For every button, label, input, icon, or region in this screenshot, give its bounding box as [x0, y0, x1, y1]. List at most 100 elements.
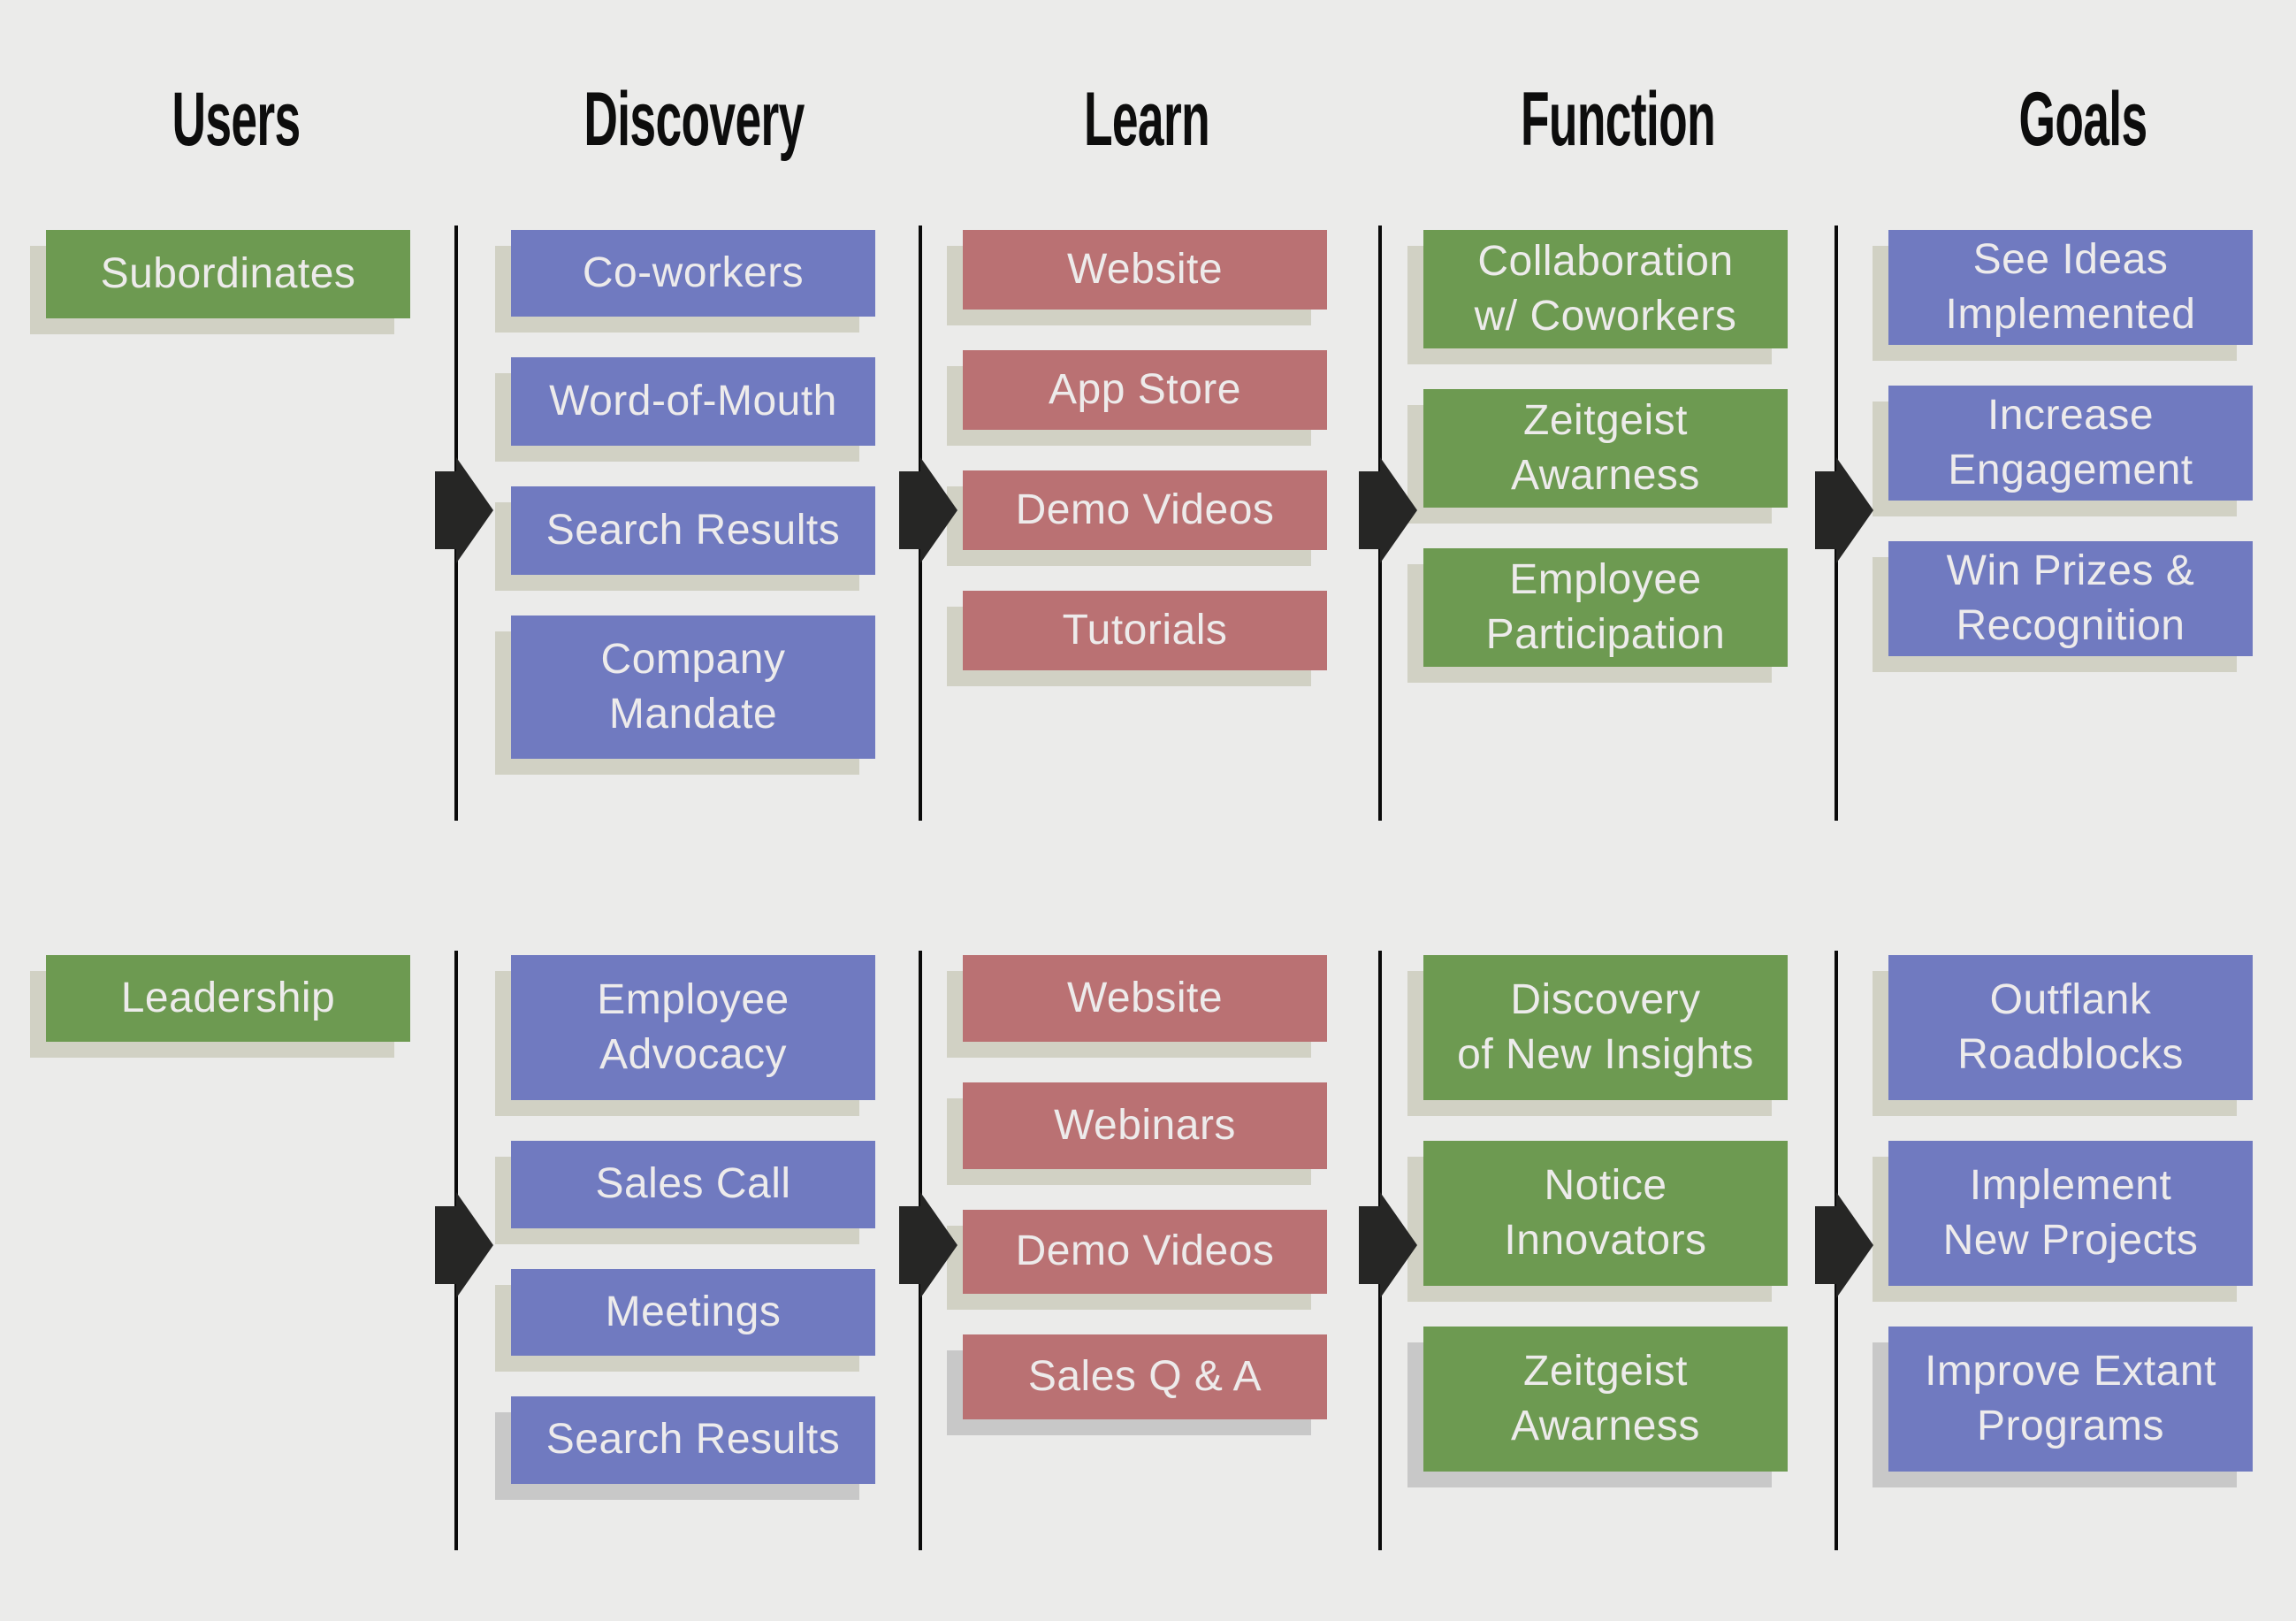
arrow-right-icon — [435, 1192, 493, 1298]
box-label: Outflank Roadblocks — [1957, 975, 2184, 1078]
box-outflank-roadblocks: Outflank Roadblocks — [1873, 955, 2253, 1116]
column-header-function: Function — [1520, 77, 1716, 162]
box-notice-innovators: Notice Innovators — [1407, 1141, 1788, 1302]
box-label: Website — [1066, 245, 1224, 293]
box-face: Discovery of New Insights — [1423, 955, 1788, 1100]
box-webinars: Webinars — [947, 1082, 1327, 1185]
box-face: Co-workers — [511, 230, 875, 317]
box-zeitgeist-awarness: Zeitgeist Awarness — [1407, 389, 1788, 524]
box-label: Sales Call — [595, 1160, 791, 1208]
box-sales-call: Sales Call — [495, 1141, 875, 1244]
arrow-right-icon — [1359, 457, 1417, 563]
box-label: Search Results — [545, 1416, 841, 1464]
box-label: Demo Videos — [1015, 1227, 1275, 1275]
box-demo-videos: Demo Videos — [947, 1210, 1327, 1310]
box-label: Improve Extant Programs — [1925, 1347, 2216, 1449]
box-face: Webinars — [963, 1082, 1327, 1169]
box-demo-videos: Demo Videos — [947, 470, 1327, 566]
box-app-store: App Store — [947, 350, 1327, 446]
box-label: Leadership — [120, 974, 336, 1021]
box-leadership: Leadership — [30, 955, 410, 1058]
box-label: Zeitgeist Awarness — [1511, 396, 1700, 499]
box-label: Collaboration w/ Coworkers — [1474, 237, 1737, 340]
box-face: Website — [963, 230, 1327, 310]
box-face: See Ideas Implemented — [1888, 230, 2253, 345]
box-face: Collaboration w/ Coworkers — [1423, 230, 1788, 348]
box-face: Improve Extant Programs — [1888, 1327, 2253, 1472]
box-face: Zeitgeist Awarness — [1423, 389, 1788, 508]
box-website: Website — [947, 955, 1327, 1058]
box-search-results: Search Results — [495, 1396, 875, 1500]
box-label: Tutorials — [1062, 606, 1228, 654]
box-discovery-of-new-insights: Discovery of New Insights — [1407, 955, 1788, 1116]
box-label: See Ideas Implemented — [1945, 235, 2196, 338]
box-meetings: Meetings — [495, 1269, 875, 1372]
box-label: Meetings — [605, 1288, 782, 1335]
box-face: Sales Call — [511, 1141, 875, 1228]
column-header-learn: Learn — [1083, 77, 1210, 162]
box-face: Tutorials — [963, 591, 1327, 670]
box-zeitgeist-awarness: Zeitgeist Awarness — [1407, 1327, 1788, 1487]
box-face: Demo Videos — [963, 470, 1327, 550]
box-increase-engagement: Increase Engagement — [1873, 386, 2253, 516]
box-face: Website — [963, 955, 1327, 1042]
box-face: App Store — [963, 350, 1327, 430]
box-label: Website — [1066, 974, 1224, 1021]
box-face: Search Results — [511, 486, 875, 575]
box-label: Increase Engagement — [1948, 391, 2193, 493]
box-label: Word-of-Mouth — [549, 377, 837, 424]
box-face: Zeitgeist Awarness — [1423, 1327, 1788, 1472]
arrow-right-icon — [1815, 457, 1873, 563]
box-face: Outflank Roadblocks — [1888, 955, 2253, 1100]
box-see-ideas-implemented: See Ideas Implemented — [1873, 230, 2253, 361]
arrow-right-icon — [435, 457, 493, 563]
box-label: Implement New Projects — [1942, 1161, 2199, 1264]
box-label: Sales Q & A — [1027, 1352, 1262, 1400]
box-face: Implement New Projects — [1888, 1141, 2253, 1286]
box-face: Company Mandate — [511, 616, 875, 759]
box-word-of-mouth: Word-of-Mouth — [495, 357, 875, 462]
column-header-goals: Goals — [2018, 77, 2147, 162]
box-subordinates: Subordinates — [30, 230, 410, 334]
box-employee-participation: Employee Participation — [1407, 548, 1788, 683]
column-header-users: Users — [172, 77, 301, 162]
box-face: Word-of-Mouth — [511, 357, 875, 446]
box-improve-extant-programs: Improve Extant Programs — [1873, 1327, 2253, 1487]
box-face: Employee Participation — [1423, 548, 1788, 667]
box-sales-q-a: Sales Q & A — [947, 1334, 1327, 1435]
arrow-right-icon — [1359, 1192, 1417, 1298]
arrow-right-icon — [1815, 1192, 1873, 1298]
box-co-workers: Co-workers — [495, 230, 875, 333]
box-label: Subordinates — [100, 249, 356, 297]
box-label: Company Mandate — [600, 635, 786, 738]
box-face: Increase Engagement — [1888, 386, 2253, 501]
box-website: Website — [947, 230, 1327, 325]
box-face: Search Results — [511, 1396, 875, 1484]
box-face: Subordinates — [46, 230, 410, 318]
arrow-right-icon — [899, 1192, 957, 1298]
box-search-results: Search Results — [495, 486, 875, 591]
box-label: Win Prizes & Recognition — [1946, 547, 2195, 649]
box-label: Demo Videos — [1015, 486, 1275, 533]
box-face: Employee Advocacy — [511, 955, 875, 1100]
column-header-discovery: Discovery — [584, 77, 805, 162]
box-label: Search Results — [545, 506, 841, 554]
box-implement-new-projects: Implement New Projects — [1873, 1141, 2253, 1302]
box-label: App Store — [1049, 365, 1241, 413]
box-company-mandate: Company Mandate — [495, 616, 875, 775]
box-label: Notice Innovators — [1504, 1161, 1707, 1264]
box-label: Webinars — [1054, 1101, 1236, 1149]
arrow-right-icon — [899, 457, 957, 563]
box-face: Win Prizes & Recognition — [1888, 541, 2253, 656]
box-label: Discovery of New Insights — [1457, 975, 1754, 1078]
box-collaboration-w-coworkers: Collaboration w/ Coworkers — [1407, 230, 1788, 364]
box-tutorials: Tutorials — [947, 591, 1327, 686]
box-employee-advocacy: Employee Advocacy — [495, 955, 875, 1116]
box-label: Employee Advocacy — [597, 975, 789, 1078]
box-label: Co-workers — [582, 249, 805, 296]
box-label: Zeitgeist Awarness — [1511, 1347, 1700, 1449]
box-face: Demo Videos — [963, 1210, 1327, 1294]
box-label: Employee Participation — [1485, 555, 1726, 658]
box-face: Meetings — [511, 1269, 875, 1356]
